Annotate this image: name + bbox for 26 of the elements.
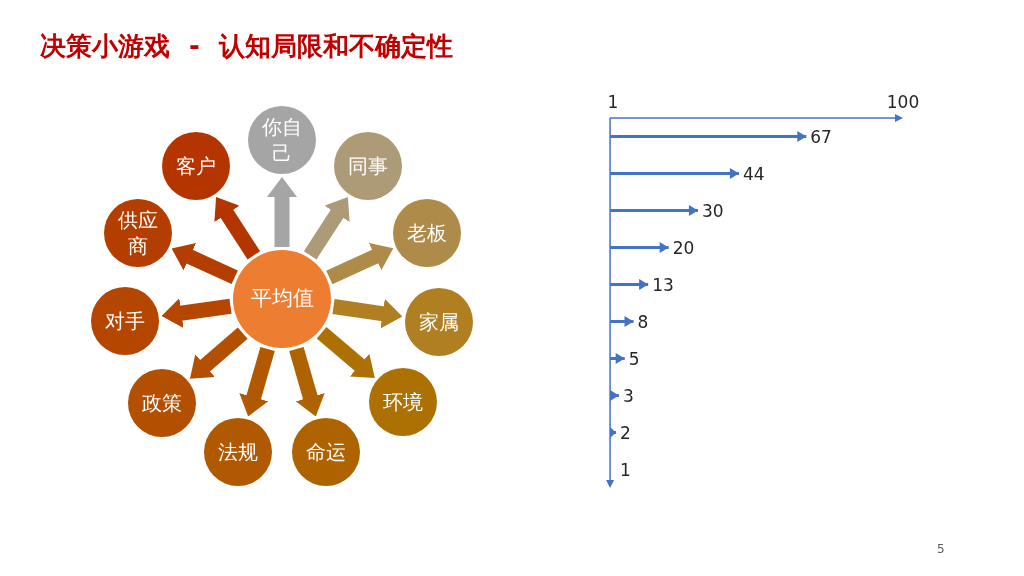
node-label: 命运 [306,439,346,465]
axis-tick-label: 1 [607,92,619,112]
data-label: 2 [620,422,631,443]
node-label: 法规 [218,439,258,465]
data-label: 8 [637,311,649,332]
page-number: 5 [937,541,945,557]
node-label: 家属 [419,309,459,335]
slide-title: 决策小游戏 - 认知局限和不确定性 [40,30,453,63]
data-label: 67 [810,126,832,147]
node-label: 同事 [348,153,388,179]
node-label: 客户 [176,153,216,179]
data-label: 3 [622,385,634,406]
node-label: 对手 [105,308,145,334]
node-label: 环境 [383,389,423,415]
node-label: 供应商 [117,207,159,259]
node-label: 你自己 [261,114,303,166]
node-label: 平均值 [250,285,314,313]
data-label: 20 [672,237,695,258]
data-label: 30 [701,200,724,221]
node-label: 政策 [142,390,182,416]
data-label: 44 [743,163,765,184]
node-label: 老板 [407,220,447,246]
data-label: 13 [652,274,674,295]
data-label: 1 [620,459,631,480]
axis-tick-label: 100 [886,92,920,112]
data-label: 5 [628,348,640,369]
